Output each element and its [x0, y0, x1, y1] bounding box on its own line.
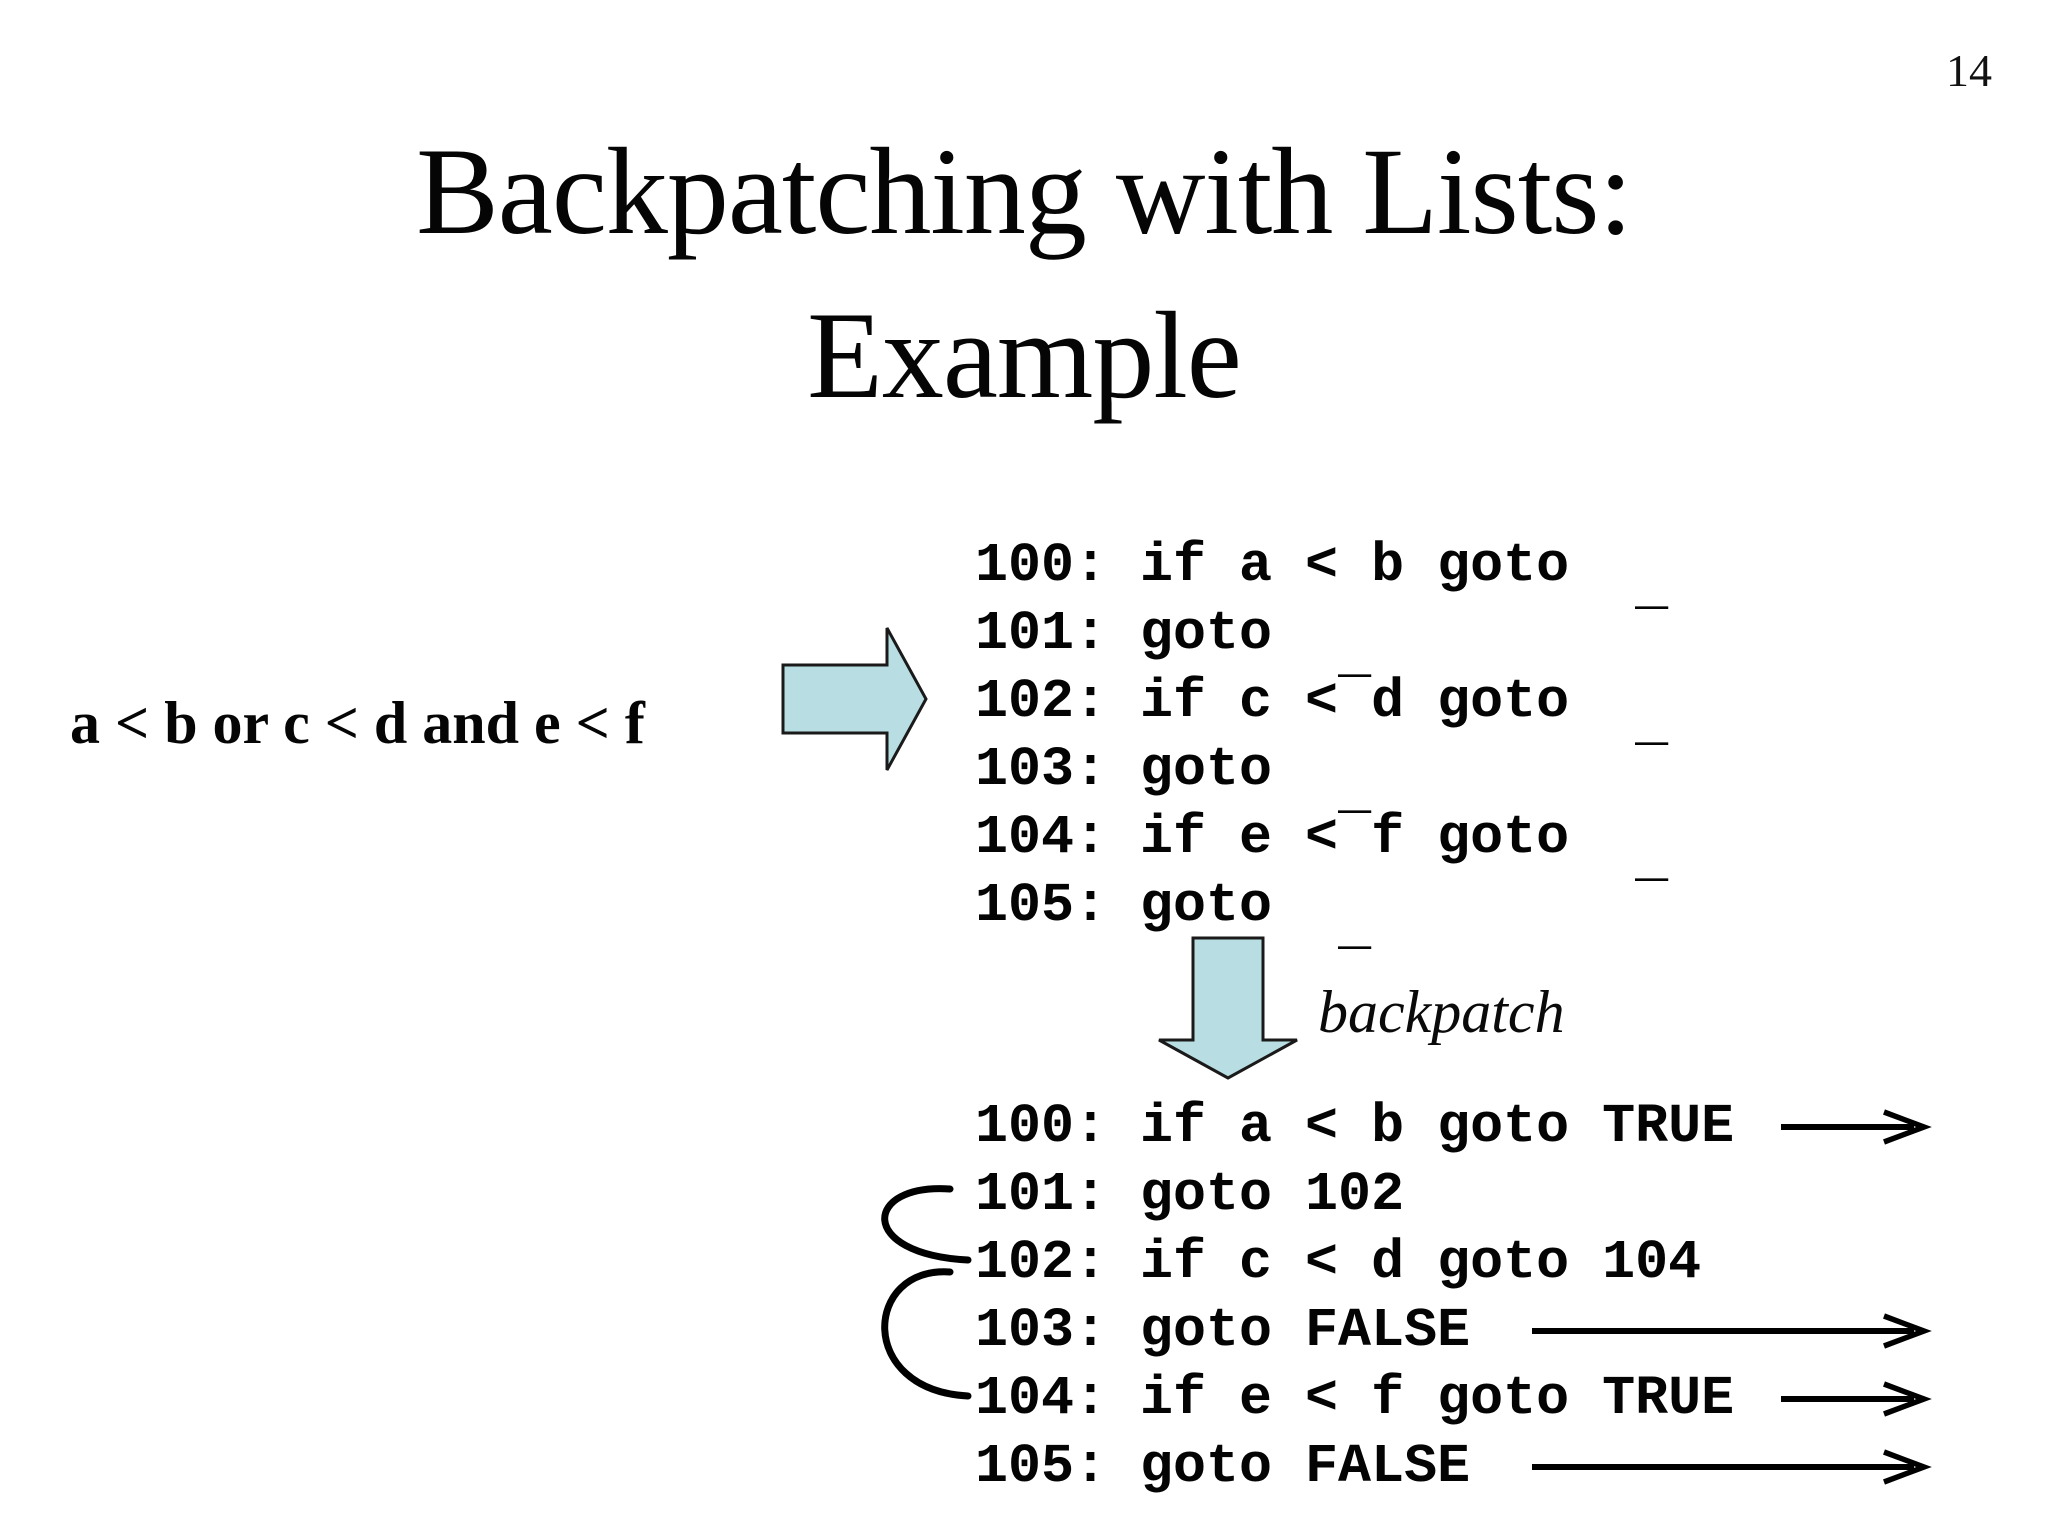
- code-text: 103: goto: [975, 738, 1273, 801]
- code-line: 102: if c < d goto _: [975, 668, 1668, 756]
- goto-arrow-head: [1883, 1449, 1932, 1485]
- blank-slot: _: [1635, 557, 1669, 621]
- code-line: 101: goto 102: [975, 1161, 1734, 1229]
- blank-gap: [1272, 602, 1338, 665]
- code-block-initial: 100: if a < b goto _101: goto _102: if c…: [975, 532, 1668, 960]
- goto-arrow-head: [1883, 1109, 1932, 1145]
- slide-title: Backpatching with Lists: Example: [0, 110, 2048, 438]
- code-line: 101: goto _: [975, 600, 1668, 688]
- blank-gap: [1272, 738, 1338, 801]
- code-text: 105: goto: [975, 874, 1273, 937]
- code-line: 104: if e < f goto TRUE: [975, 1365, 1734, 1433]
- code-line: 103: goto FALSE: [975, 1297, 1734, 1365]
- goto-arrow-head: [1883, 1313, 1932, 1349]
- code-text: 102: if c < d goto: [975, 670, 1570, 733]
- code-line: 105: goto FALSE: [975, 1433, 1734, 1501]
- code-text: 101: goto: [975, 602, 1273, 665]
- code-text: 104: if e < f goto: [975, 806, 1570, 869]
- code-text: 104: if e < f goto TRUE: [975, 1367, 1735, 1430]
- goto-arrow-head: [1883, 1381, 1932, 1417]
- right-arrow-icon: [781, 627, 928, 771]
- code-text: 102: if c < d goto 104: [975, 1231, 1702, 1294]
- backpatch-link-curve: [881, 1185, 972, 1264]
- code-text: 100: if a < b goto TRUE: [975, 1095, 1735, 1158]
- blank-slot: _: [1338, 761, 1372, 825]
- blank-slot: _: [1635, 829, 1669, 893]
- blank-gap: [1569, 534, 1635, 597]
- backpatch-label: backpatch: [1318, 979, 1565, 1045]
- code-line: 100: if a < b goto _: [975, 532, 1668, 620]
- code-text: 103: goto FALSE: [975, 1299, 1471, 1362]
- blank-slot: _: [1338, 625, 1372, 689]
- slide-title-line2: Example: [807, 287, 1242, 424]
- backpatch-link-curves: [881, 1185, 972, 1400]
- code-text: 105: goto FALSE: [975, 1435, 1471, 1498]
- blank-slot: _: [1635, 693, 1669, 757]
- code-text: 101: goto 102: [975, 1163, 1405, 1226]
- page-number: 14: [1946, 45, 1992, 96]
- code-line: 100: if a < b goto TRUE: [975, 1093, 1734, 1161]
- blank-slot: _: [1338, 897, 1372, 961]
- slide-title-line1: Backpatching with Lists:: [416, 123, 1633, 260]
- source-expression: a < b or c < d and e < f: [70, 690, 645, 756]
- code-line: 105: goto _: [975, 872, 1668, 960]
- blank-gap: [1569, 806, 1635, 869]
- backpatch-link-curve: [881, 1268, 972, 1400]
- blank-gap: [1569, 670, 1635, 733]
- down-arrow-icon: [1158, 936, 1298, 1080]
- code-line: 104: if e < f goto _: [975, 804, 1668, 892]
- code-line: 103: goto _: [975, 736, 1668, 824]
- code-text: 100: if a < b goto: [975, 534, 1570, 597]
- blank-gap: [1272, 874, 1338, 937]
- code-line: 102: if c < d goto 104: [975, 1229, 1734, 1297]
